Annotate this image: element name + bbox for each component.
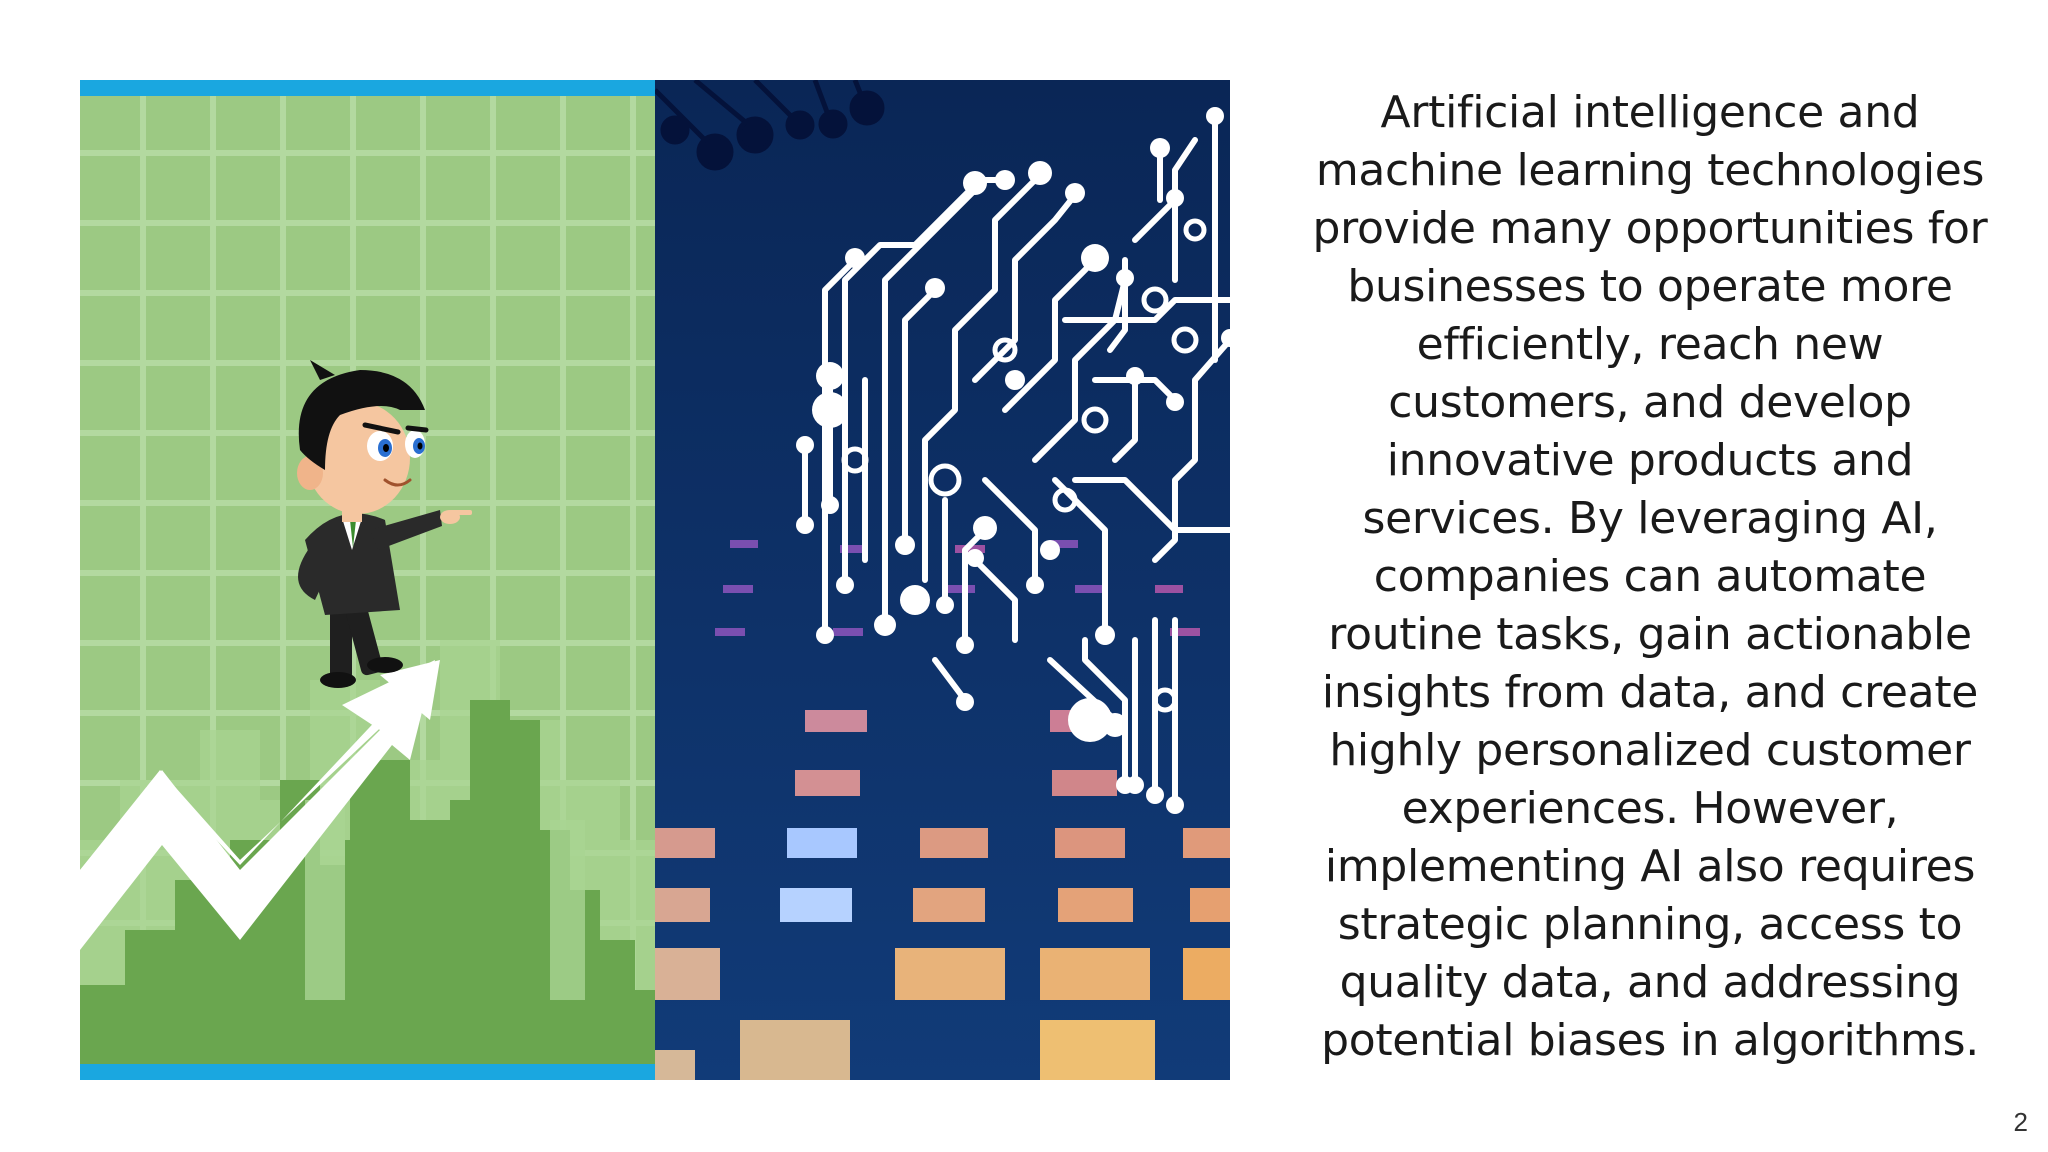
slide-body-text: Artificial intelligence and machine lear… [1312, 87, 1988, 1066]
ai-circuit-image [655, 80, 1230, 1080]
circuit-brain-icon [655, 80, 1230, 1080]
page-number: 2 [2013, 1107, 2028, 1137]
businessman-growth-arrow-icon [80, 80, 655, 1080]
businessman-growth-image [80, 80, 655, 1080]
